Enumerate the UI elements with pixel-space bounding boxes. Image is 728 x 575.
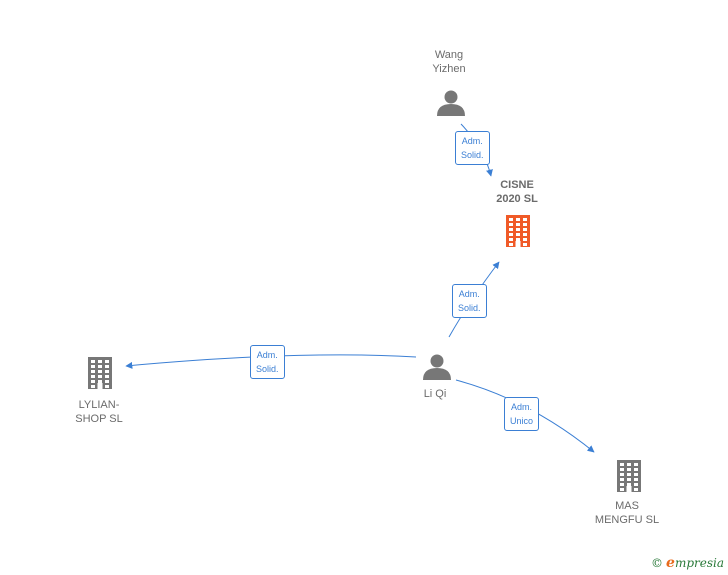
node-label-mas[interactable]: MAS MENGFU SL (594, 500, 660, 526)
company-icon-mas[interactable] (617, 460, 641, 492)
person-icon-liqi[interactable] (423, 354, 451, 381)
person-icon-wang[interactable] (437, 90, 465, 117)
edge-label-wang-cisne: Adm. Solid. (455, 131, 490, 165)
edge-label-liqi-mas: Adm. Unico (504, 397, 540, 431)
node-label-cisne[interactable]: CISNE 2020 SL (496, 179, 538, 205)
edge-label-liqi-lylian: Adm. Solid. (250, 345, 285, 379)
empresia-watermark: ©empresia (651, 555, 724, 571)
brand-name: mpresia (674, 556, 724, 570)
node-label-wang[interactable]: Wang Yizhen (432, 49, 466, 75)
copyright-symbol: © (651, 556, 664, 570)
edge-liqi-lylian (125, 354, 417, 369)
company-icon-cisne[interactable] (506, 215, 530, 247)
node-label-lylian[interactable]: LYLIAN- SHOP SL (75, 399, 123, 425)
company-icon-lylian[interactable] (88, 357, 112, 389)
brand-initial: e (666, 555, 675, 571)
edge-label-liqi-cisne: Adm. Solid. (452, 284, 487, 318)
node-label-liqi[interactable]: Li Qi (423, 388, 447, 400)
